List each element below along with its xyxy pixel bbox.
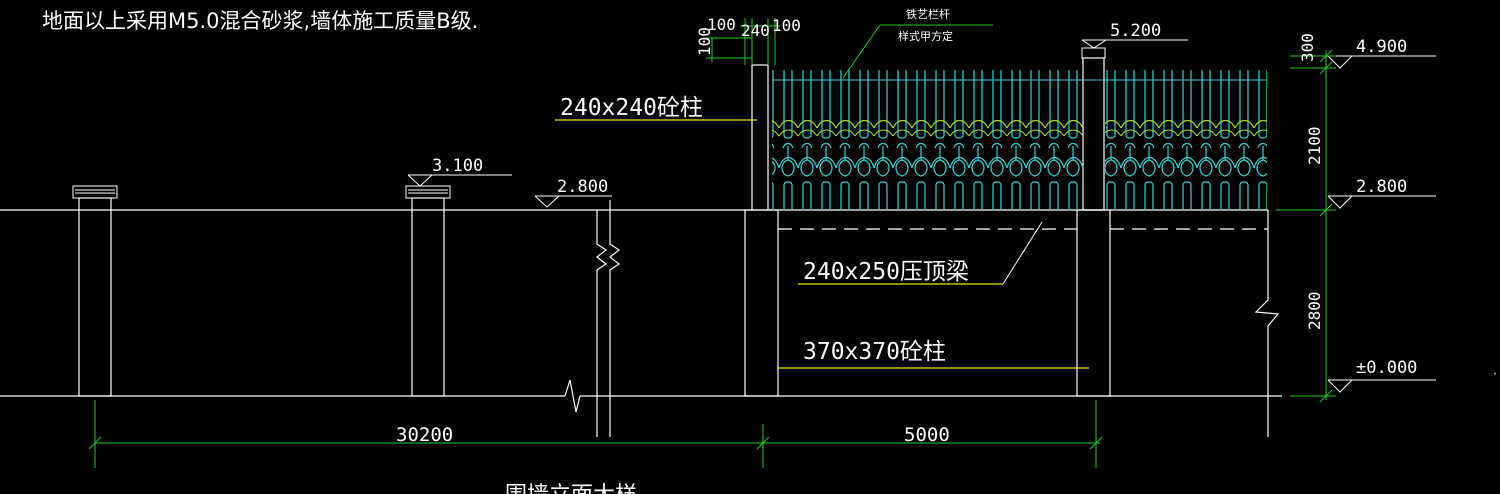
bottom-dims — [88, 400, 1103, 468]
post-caps — [72, 47, 1106, 199]
post-small-label: 240x240砼柱 — [560, 95, 703, 121]
elevation-marker-2800-left — [534, 195, 612, 208]
top-dims — [706, 18, 780, 65]
beam-leader — [1002, 221, 1043, 285]
dim-100-top: 100 — [707, 15, 736, 34]
elevation-2800-left: 2.800 — [557, 177, 608, 197]
fence-label-line2: 样式甲方定 — [898, 29, 953, 43]
elevation-3100: 3.100 — [432, 156, 483, 176]
dim-5000: 5000 — [904, 424, 950, 446]
elevation-marker-3100 — [407, 174, 512, 187]
elevation-marker-2800-right — [1327, 195, 1436, 209]
post-large-label: 370x370砼柱 — [803, 339, 946, 365]
elevation-4900: 4.900 — [1356, 37, 1407, 57]
elevation-5200: 5.200 — [1110, 21, 1161, 41]
fence-label-line1: 铁艺栏杆 — [906, 7, 950, 21]
beam-label: 240x250压顶梁 — [803, 259, 969, 285]
dim-100-vertical: 100 — [695, 27, 714, 56]
edge-mark: · — [1493, 367, 1497, 381]
right-dim-chain — [1276, 49, 1336, 403]
fence-label-leader — [842, 24, 993, 79]
iron-fence-left — [772, 70, 1083, 210]
dim-240-top: 240 — [741, 21, 770, 40]
elevation-marker-5200 — [1081, 39, 1188, 49]
label-underlines — [555, 119, 1089, 369]
partial-title: 围墙立面大样 — [505, 483, 637, 494]
elevation-ground: ±0.000 — [1356, 358, 1417, 378]
dim-2800: 2800 — [1305, 291, 1324, 330]
general-note: 地面以上采用M5.0混合砂浆,墙体施工质量B级. — [42, 9, 478, 33]
iron-fence-right — [1105, 70, 1267, 210]
dim-30200: 30200 — [396, 424, 453, 446]
dim-2100: 2100 — [1305, 126, 1324, 165]
elevation-2800-right: 2.800 — [1356, 177, 1407, 197]
dim-100-top-right: 100 — [772, 16, 801, 35]
elevation-marker-ground — [1327, 379, 1436, 393]
elevation-marker-4900 — [1327, 55, 1436, 69]
dim-300: 300 — [1298, 33, 1317, 62]
